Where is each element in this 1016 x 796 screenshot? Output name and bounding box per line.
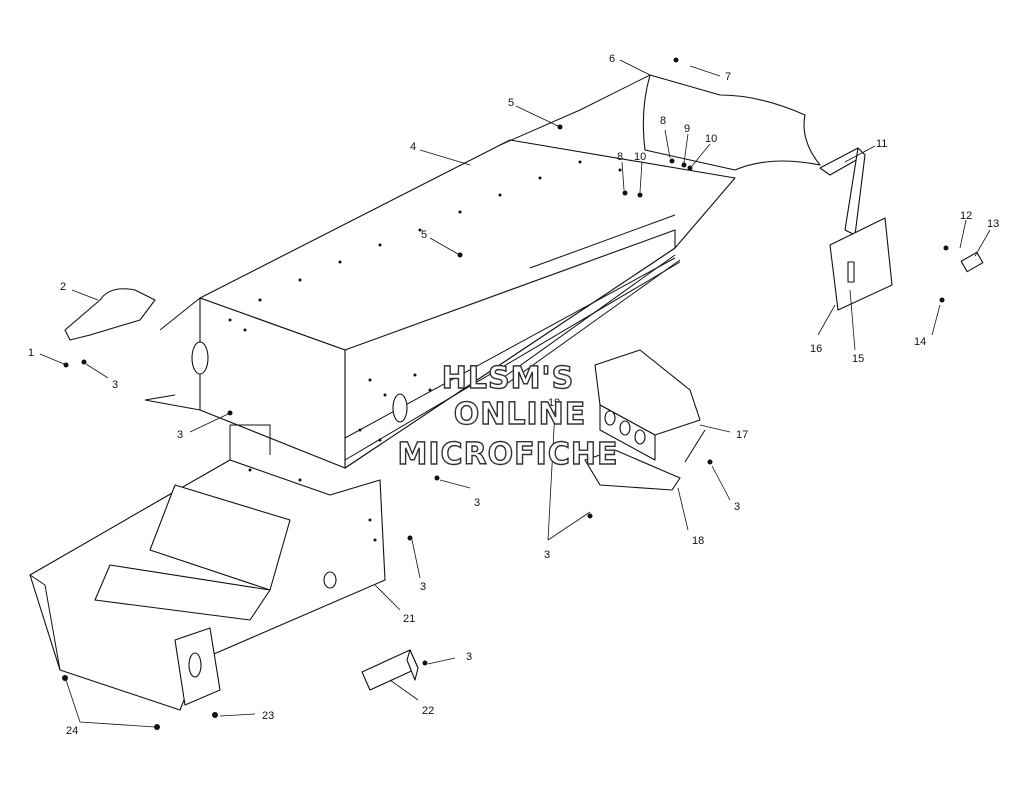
callout-19: 19: [548, 397, 560, 409]
callout-3: 3: [734, 501, 740, 513]
watermark-line-2: ONLINE: [454, 397, 587, 432]
plate-part-22: [361, 649, 419, 691]
callout-6: 6: [609, 53, 615, 65]
callout-3: 3: [112, 379, 118, 391]
rear-flap-part-6: [642, 74, 821, 171]
callout-1: 1: [28, 347, 34, 359]
callout-12: 12: [960, 210, 972, 222]
callout-2: 2: [60, 281, 66, 293]
callout-13: 13: [987, 218, 999, 230]
callout-7: 7: [725, 71, 731, 83]
callout-10: 10: [634, 151, 646, 163]
hitch-assembly-part-17: [594, 349, 701, 461]
callout-18: 18: [692, 535, 704, 547]
callout-3: 3: [466, 651, 472, 663]
leader-lines: [39, 59, 991, 728]
callout-23: 23: [262, 710, 274, 722]
callout-22: 22: [422, 705, 434, 717]
watermark-line-1: HLSM'S: [442, 361, 574, 396]
callout-21: 21: [403, 613, 415, 625]
watermark: HLSM'S ONLINE MICROFICHE: [397, 360, 619, 472]
tunnel-part-4: [144, 74, 736, 469]
callout-11: 11: [876, 138, 887, 150]
callout-3: 3: [544, 549, 550, 561]
rod-edge: [504, 259, 681, 386]
callout-5: 5: [421, 229, 427, 241]
rod: [499, 254, 676, 381]
callout-17: 17: [736, 429, 748, 441]
callout-3: 3: [177, 429, 183, 441]
callout-14: 14: [914, 336, 926, 348]
callout-10: 10: [705, 133, 717, 145]
callout-3: 3: [474, 497, 480, 509]
callout-15: 15: [852, 353, 864, 365]
callout-16: 16: [810, 343, 822, 355]
callout-5: 5: [508, 97, 514, 109]
callout-24: 24: [66, 725, 78, 737]
callout-4: 4: [410, 141, 416, 153]
callout-3: 3: [420, 581, 426, 593]
pin-part-18: [584, 429, 706, 491]
callout-labels: 1 2 3 3 3 3 3 3 3 4 5 5 6 7 8 8 9 10 10 …: [28, 53, 999, 737]
callout-8: 8: [660, 115, 666, 127]
side-panel-part-16: [829, 217, 893, 311]
bracket-part-11: [819, 147, 866, 236]
watermark-line-3: MICROFICHE: [398, 437, 619, 472]
callout-9: 9: [684, 123, 690, 135]
callout-8: 8: [617, 151, 623, 163]
bracket-part-2: [64, 288, 156, 341]
fasteners: [62, 57, 984, 730]
front-frame-part-21: [29, 424, 386, 711]
